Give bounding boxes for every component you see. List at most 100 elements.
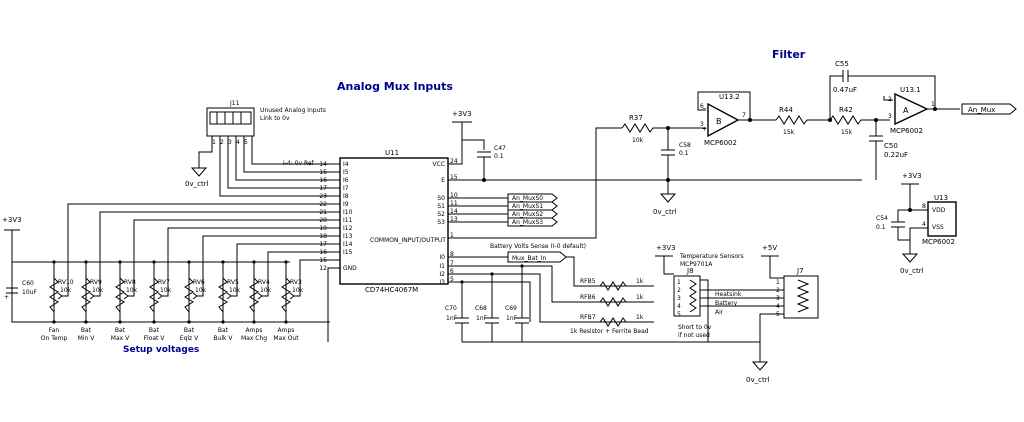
u11-right-pin-name: I3: [439, 279, 445, 286]
u11-left-pin-name: I15: [343, 249, 353, 256]
pot-val: 10k: [126, 287, 138, 294]
u11-left-pin-name: I12: [343, 225, 353, 232]
u11-right-pin-num: 11: [450, 200, 458, 207]
pot-val: 10k: [60, 287, 72, 294]
svg-text:−: −: [702, 105, 707, 112]
cap-ref: C69: [505, 305, 517, 312]
u11-left-pin-name: I5: [343, 169, 349, 176]
j8-pin3: 3: [677, 295, 681, 302]
u11-right-pin-num: 6: [450, 268, 454, 275]
c50-ref: C50: [884, 142, 898, 150]
pot-label2: Max V: [111, 335, 130, 342]
mux-ic-u11: U11 CD74HC4067M COMMON_INPUT/OUTPUT: [339, 149, 449, 294]
net-s0: An_MuxS0: [512, 195, 543, 202]
net-label-s3: An_MuxS3: [454, 217, 558, 227]
u13-ref: U13: [934, 194, 948, 202]
c55-ref: C55: [835, 60, 849, 68]
svg-text:+: +: [4, 294, 9, 301]
r44-ref: R44: [779, 106, 793, 114]
u13-1-pin-plus: 3: [888, 113, 892, 120]
u13-vss: VSS: [932, 224, 944, 231]
pot-ref: RV6: [193, 279, 205, 286]
temp-label1: Temperature Sensors: [679, 253, 744, 260]
net-an-mux: An_Mux: [968, 106, 995, 114]
bat-sense-label: Battery Volts Sense (I-0 default): [490, 243, 586, 250]
j11-pin1: 1: [212, 139, 216, 146]
cap-ref: C70: [445, 305, 457, 312]
u11-left-pin: 15 I5: [319, 169, 348, 176]
u11-right-pin: 8I0: [439, 251, 454, 261]
u11-right-pin-name: S1: [437, 203, 445, 210]
c60-val: 10uF: [22, 289, 37, 296]
ground-symbol: 0v_ctrl: [185, 167, 209, 188]
pot-label1: Bat: [149, 327, 160, 334]
pot-ref: RV8: [124, 279, 136, 286]
ref-note: I-4: 0v Ref: [283, 160, 315, 167]
cap-val: 1nF: [476, 315, 488, 322]
pot-val: 10k: [260, 287, 272, 294]
j11-pin2: 2: [220, 139, 224, 146]
u11-right-pin-num: 1: [450, 232, 454, 239]
u11-right-pin-num: 8: [450, 251, 454, 258]
j11-note1: Unused Analog Inputs: [260, 107, 326, 114]
u11-common: COMMON_INPUT/OUTPUT: [370, 237, 446, 244]
u11-left-pin-num: 23: [319, 193, 327, 200]
u11-right-pin-name: I1: [439, 263, 445, 270]
j11-ref: J11: [229, 100, 240, 107]
pot-label1: Bat: [81, 327, 92, 334]
u11-left-pin-num: 15: [319, 169, 327, 176]
c54-ref: C54: [876, 215, 888, 222]
cap-ref: C68: [475, 305, 487, 312]
u11-right-pin-name: S3: [437, 219, 445, 226]
pot-label1: Bat: [218, 327, 229, 334]
u11-right-pin: 6I2: [439, 268, 454, 278]
pot-label2: Max Chg: [241, 335, 267, 342]
u11-right-pin-num: 5: [450, 276, 454, 283]
vcc-label-j8: +3V3: [656, 244, 676, 252]
net-bat-in: Mux_Bat_In: [512, 255, 546, 262]
u11-right-pin: 1: [448, 232, 454, 239]
pot-label1: Fan: [49, 327, 60, 334]
pot-label1: Bat: [115, 327, 126, 334]
u11-left-pin-name: I13: [343, 233, 353, 240]
u13-pin8: 8: [922, 203, 926, 210]
u11-right-pin-num: 10: [450, 192, 458, 199]
u11-left-pin-name: I7: [343, 185, 349, 192]
u11-right-pin-num: 14: [450, 208, 458, 215]
u11-left-pin-num: 17: [319, 185, 327, 192]
u11-right-pin: 15E: [441, 174, 458, 184]
j8-label3: Air: [715, 309, 724, 316]
u11-right-pin-name: VCC: [433, 161, 445, 168]
u11-left-pin-name: I9: [343, 201, 349, 208]
rfb-ref: RFB6: [580, 294, 596, 301]
r37-ref: R37: [629, 114, 643, 122]
pot-label1: Amps: [278, 327, 295, 334]
pot-val: 10k: [229, 287, 241, 294]
r44-val: 15k: [783, 129, 795, 136]
pot-label2: Min V: [78, 335, 96, 342]
c54-val: 0.1: [876, 224, 886, 231]
u11-right-pin-name: E: [441, 177, 445, 184]
rfb-ref: RFB5: [580, 278, 596, 285]
j11-note2: Link to 0v: [260, 115, 290, 122]
u11-right-pin: 11 S1: [437, 200, 457, 210]
u11-right-pin-num: 13: [450, 216, 458, 223]
u11-left-pin-name: I4: [343, 161, 349, 168]
u13-part: MCP6002: [922, 238, 955, 246]
title-filter: Filter: [772, 48, 806, 61]
c58-val: 0.1: [679, 150, 689, 157]
u11-left-pin-num: 16: [319, 177, 327, 184]
u13-2-part: MCP6002: [704, 139, 737, 147]
net-label-s2: An_MuxS2: [454, 209, 558, 219]
